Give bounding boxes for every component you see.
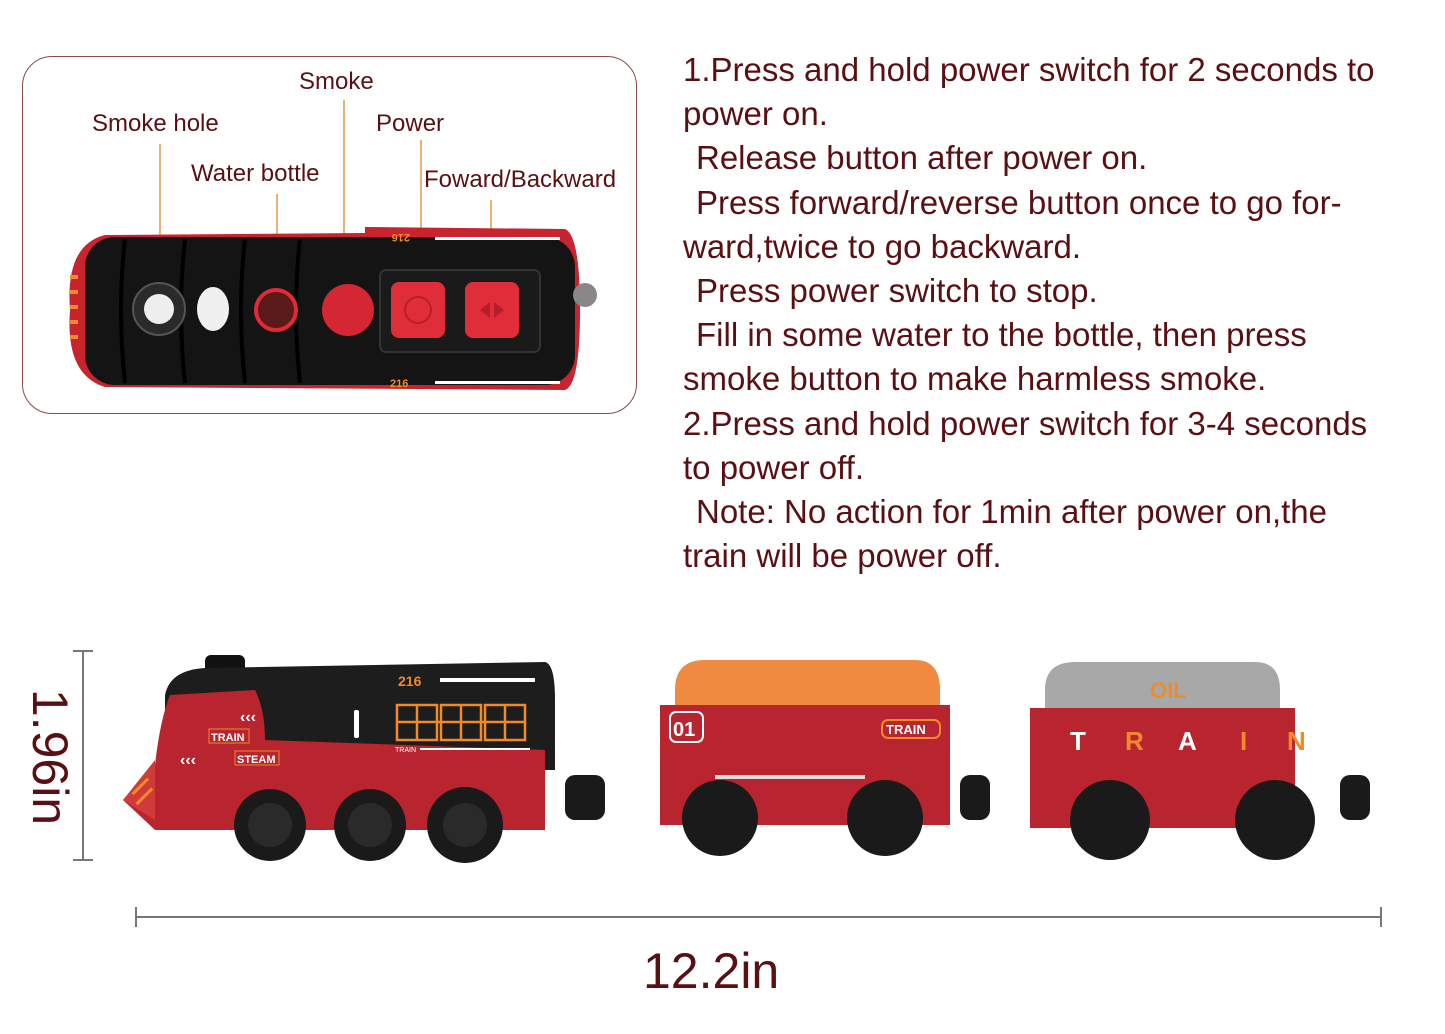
instruction-line: Note: No action for 1min after power on,… [696,493,1327,531]
instruction-line: to power off. [683,448,865,486]
svg-text:N: N [1287,726,1306,756]
forward-backward-button [465,282,519,338]
svg-text:216: 216 [392,231,410,243]
label-water-bottle: Water bottle [191,160,320,187]
svg-text:OIL: OIL [1150,678,1187,703]
label-power: Power [376,110,445,137]
power-button [391,282,445,338]
svg-text:01: 01 [673,719,695,741]
height-dimension-cap-bottom [73,859,93,861]
remote-diagram-panel [22,56,637,414]
svg-text:216: 216 [398,673,422,689]
svg-text:TRAIN: TRAIN [886,722,926,737]
label-smoke-hole: Smoke hole [92,110,219,137]
length-dimension-cap-left [135,907,137,927]
svg-text:T: T [1070,726,1086,756]
instruction-line: power on. [683,95,828,133]
locomotive: ‹‹‹ TRAIN ‹‹‹ STEAM 216 TRAIN [123,655,605,863]
instruction-line: train will be power off. [683,537,1002,575]
instruction-line: Press forward/reverse button once to go … [696,183,1342,221]
train-side-view-illustration: ‹‹‹ TRAIN ‹‹‹ STEAM 216 TRAIN 01 TRAIN [123,655,1370,863]
instruction-line: 2.Press and hold power switch for 3-4 se… [683,404,1368,442]
leader-line-power [420,140,422,310]
label-smoke: Smoke [299,68,374,95]
instruction-line: smoke button to make harmless smoke. [683,360,1267,398]
instruction-line: 1.Press and hold power switch for 2 seco… [683,51,1375,88]
leader-line-smoke [343,100,345,310]
instruction-line: Press power switch to stop. [696,272,1098,310]
freight-car-01: 01 TRAIN [660,660,990,856]
height-dimension-cap-top [73,650,93,652]
svg-text:I: I [1240,726,1247,756]
length-dimension-label: 12.2in [643,943,780,999]
height-dimension-line [82,650,84,860]
svg-text:216: 216 [390,378,408,390]
svg-text:STEAM: STEAM [237,754,276,766]
length-dimension-cap-right [1380,907,1382,927]
svg-text:R: R [1125,726,1144,756]
instructions-text: 1.Press and hold power switch for 2 seco… [683,48,1443,578]
instruction-line: Fill in some water to the bottle, then p… [696,316,1307,354]
svg-text:‹‹‹: ‹‹‹ [180,752,196,769]
svg-text:‹‹‹: ‹‹‹ [240,709,256,726]
oil-tank-car: OIL T R A I N [1030,662,1370,860]
label-forward-backward: Foward/Backward [424,166,617,193]
leader-line-smoke-hole [159,144,161,304]
length-dimension-line [135,916,1381,918]
svg-text:TRAIN: TRAIN [395,747,416,754]
instruction-line: Release button after power on. [696,139,1148,177]
svg-text:TRAIN: TRAIN [211,732,245,744]
locomotive-top-view-illustration: 216 216 [69,227,597,390]
instruction-line: ward,twice to go backward. [683,227,1082,265]
svg-text:A: A [1178,726,1197,756]
height-dimension-label: 1.96in [22,688,78,826]
